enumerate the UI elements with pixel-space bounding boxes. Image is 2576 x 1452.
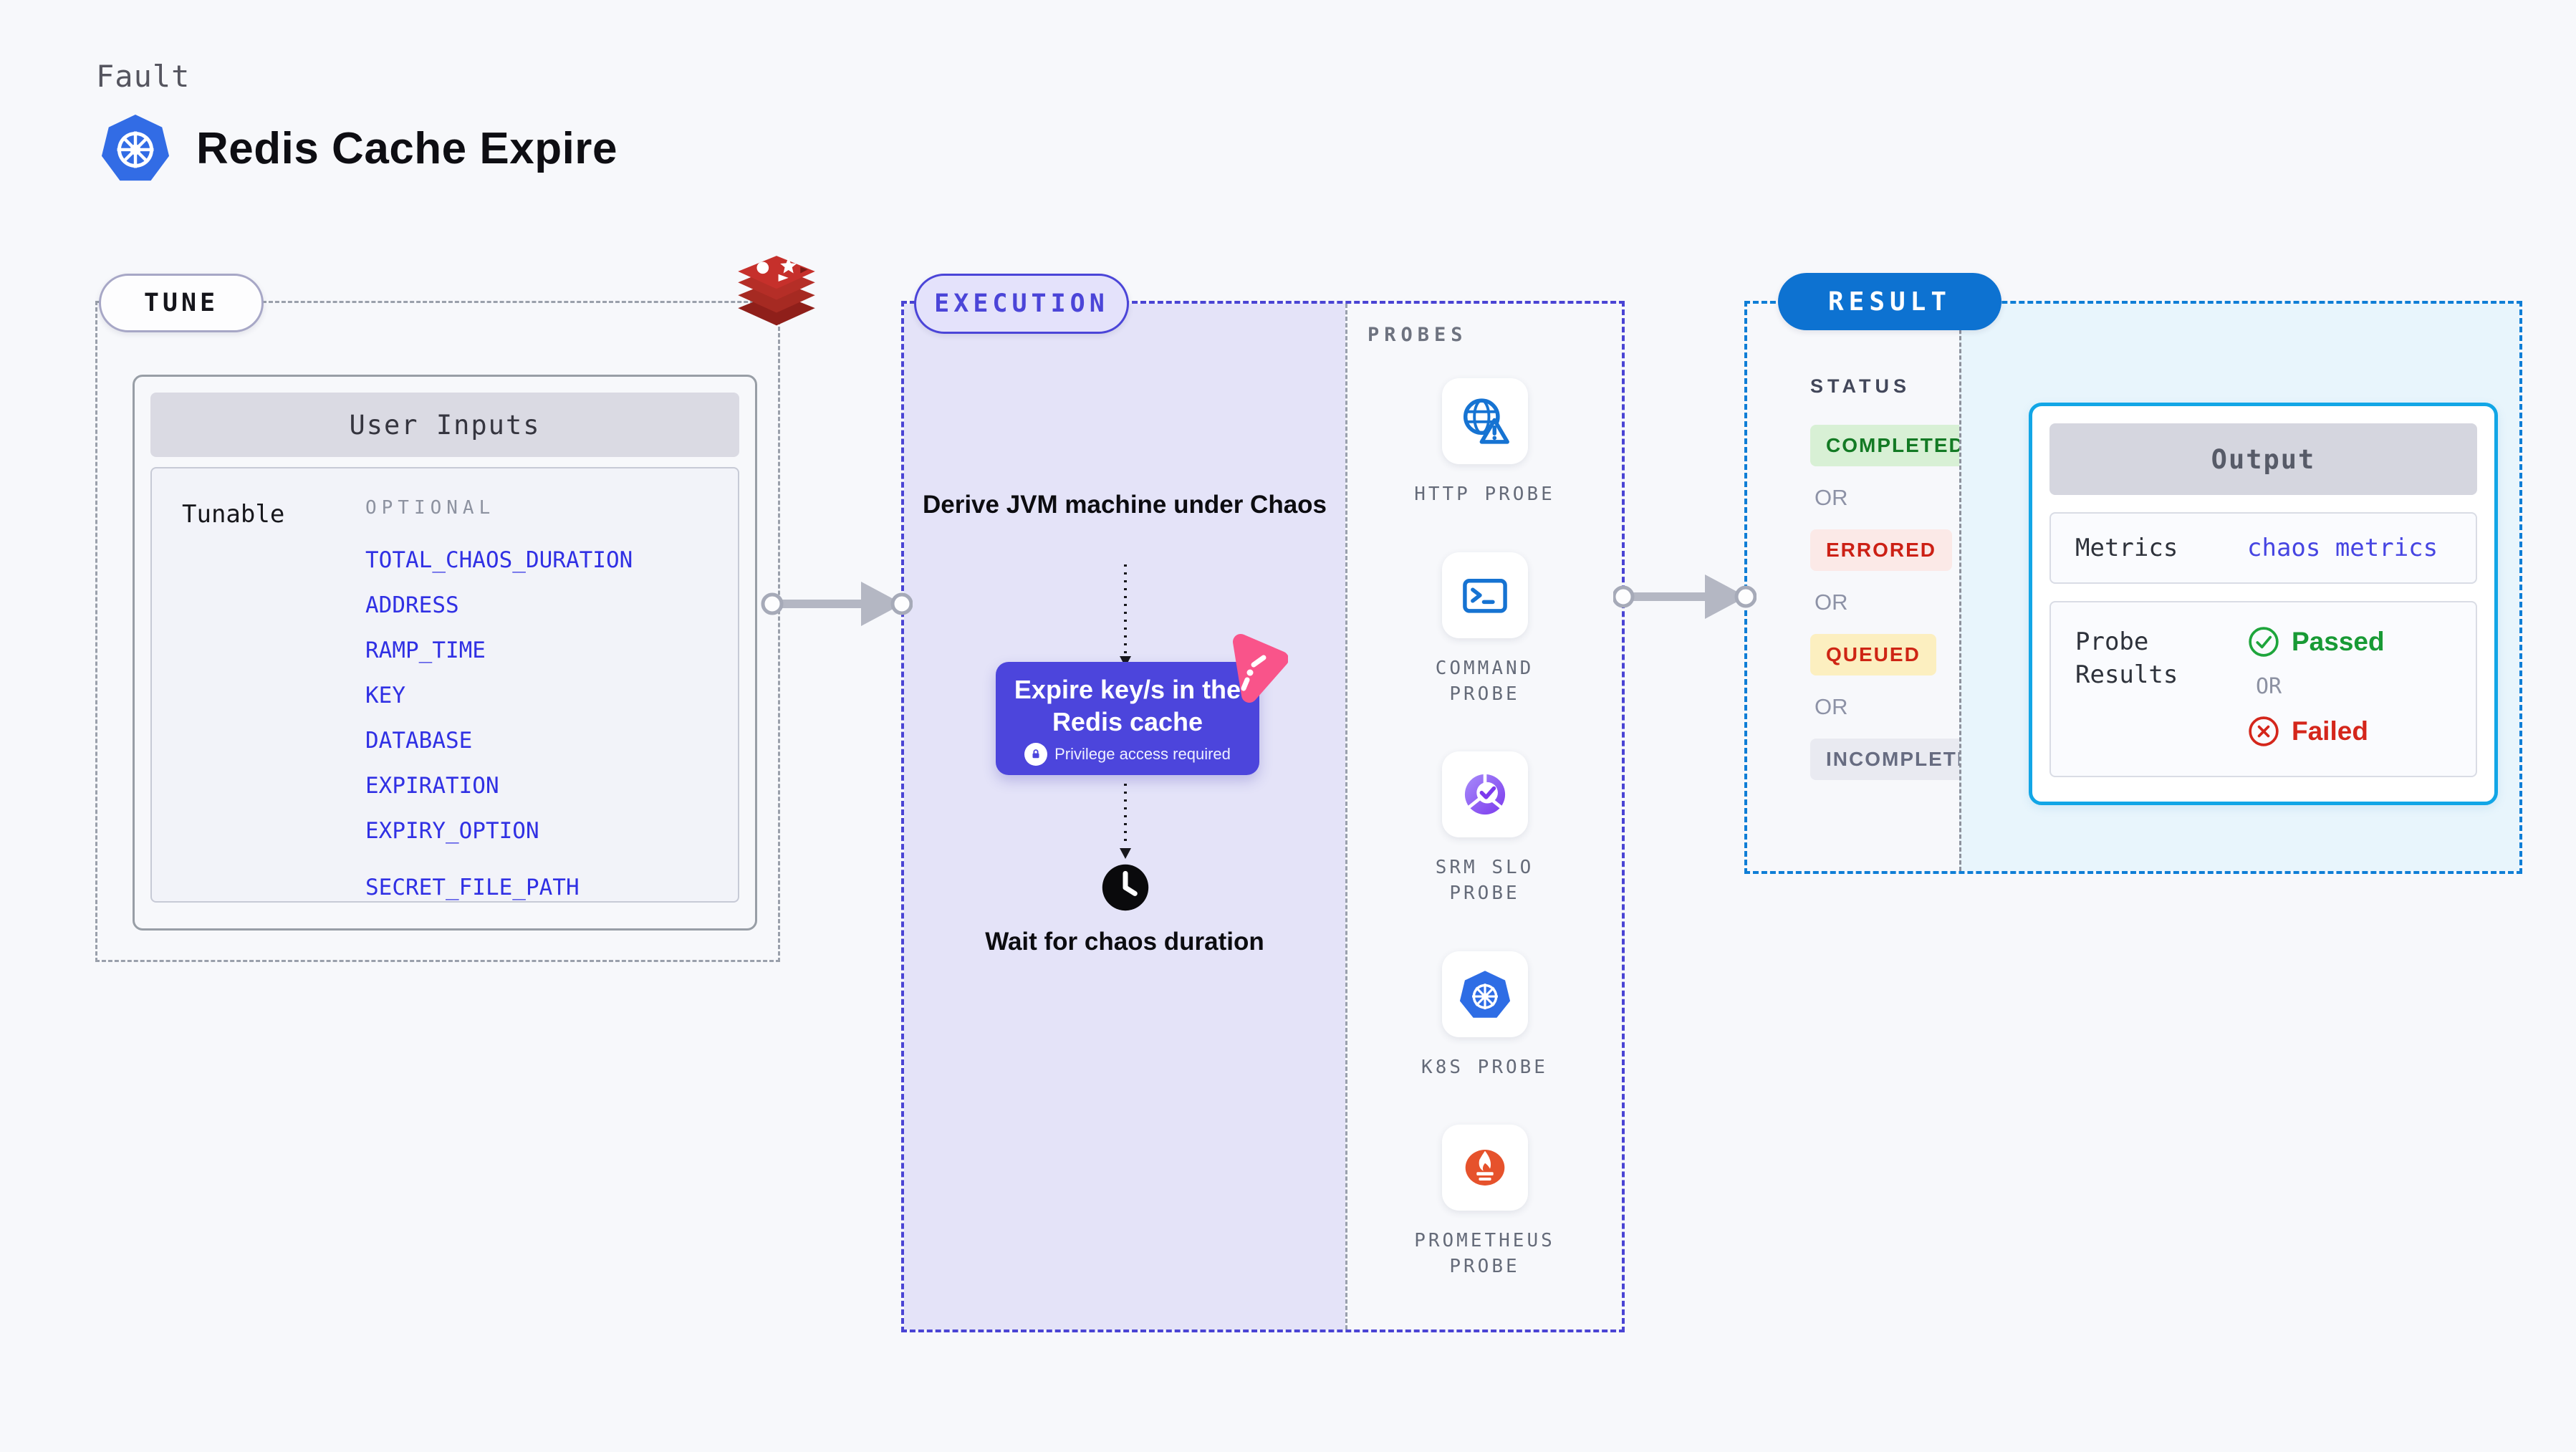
title-row: Redis Cache Expire [100,113,617,183]
probe-item-command: COMMAND PROBE [1399,552,1571,707]
user-inputs-body: Tunable OPTIONAL TOTAL_CHAOS_DURATION AD… [150,467,739,903]
execution-section-box: Derive JVM machine under Chaos Expire ke… [901,301,1625,1332]
output-panel: Output Metrics chaos metrics Probe Resul… [2029,403,2498,805]
tune-section-box [95,301,780,962]
optional-label: OPTIONAL [365,497,496,519]
probes-label: PROBES [1368,324,1468,346]
input-total-chaos-duration: TOTAL_CHAOS_DURATION [365,547,633,573]
probe-name: HTTP PROBE [1414,484,1555,505]
kubernetes-icon [1459,970,1510,1018]
metrics-row: Metrics chaos metrics [2049,512,2477,584]
probe-card [1441,378,1528,464]
tune-to-execution-arrow [761,582,913,626]
failed-label: Failed [2292,716,2368,746]
input-key: KEY [365,683,405,708]
wait-step-text: Wait for chaos duration [985,928,1264,956]
clock-icon [1102,864,1149,911]
probes-area: PROBES HTTP PROBE [1345,304,1622,1330]
metrics-label: Metrics [2075,534,2178,562]
status-badge-queued: QUEUED [1810,634,1936,675]
input-address: ADDRESS [365,592,459,618]
tune-pill: TUNE [99,274,264,332]
failed-line: Failed [2247,715,2385,748]
chaos-action-label: Expire key/s in the Redis cache [1014,675,1241,736]
probe-card [1441,751,1528,837]
output-title: Output [2049,423,2477,495]
result-section-box: STATUS COMPLETED OR ERRORED OR QUEUED OR… [1744,301,2522,874]
result-pill: RESULT [1778,273,2001,330]
result-output-area: Output Metrics chaos metrics Probe Resul… [1959,304,2519,871]
or-label: OR [1815,590,1848,615]
privilege-row: Privilege access required [996,743,1259,766]
user-inputs-panel: User Inputs Tunable OPTIONAL TOTAL_CHAOS… [133,375,757,931]
execution-flow-area: Derive JVM machine under Chaos Expire ke… [904,304,1345,1330]
execution-to-result-arrow [1613,574,1756,619]
or-label: OR [1815,485,1848,510]
input-ramp-time: RAMP_TIME [365,638,486,663]
probe-item-k8s: K8S PROBE [1399,951,1571,1080]
input-secret-file-path: SECRET_FILE_PATH [365,875,580,900]
kubernetes-icon [101,114,170,181]
probe-name: PROMETHEUS PROBE [1414,1230,1555,1277]
probe-results-values: Passed OR Failed [2247,625,2385,748]
flow-connector-arrow [1120,564,1131,667]
status-label: STATUS [1810,375,1911,397]
derive-step-text: Derive JVM machine under Chaos [922,491,1327,519]
probe-results-row: Probe Results Passed OR [2049,601,2477,777]
or-label: OR [2256,674,2282,699]
status-column: STATUS COMPLETED OR ERRORED OR QUEUED OR… [1747,304,2004,871]
flow-connector-arrow [1120,784,1131,859]
metrics-value: chaos metrics [2247,534,2438,562]
slo-check-icon [1464,773,1505,815]
redis-icon [738,256,815,326]
category-label: Fault [96,59,191,94]
chaos-action-box: Expire key/s in the Redis cache Privileg… [996,634,1288,775]
probe-name: K8S PROBE [1421,1056,1548,1078]
chaos-logo-icon [1233,634,1288,703]
globe-alert-icon [1463,398,1509,444]
user-inputs-title: User Inputs [150,393,739,457]
check-circle-icon [2249,627,2279,657]
x-circle-icon [2249,716,2279,746]
probe-card [1441,951,1528,1037]
tunable-label: Tunable [182,500,285,529]
execution-pill: EXECUTION [914,274,1129,334]
probe-item-http: HTTP PROBE [1399,378,1571,507]
privilege-note: Privilege access required [1054,745,1231,763]
input-expiration: EXPIRATION [365,773,499,799]
probe-item-prometheus: PROMETHEUS PROBE [1399,1125,1571,1279]
probe-card [1441,552,1528,638]
passed-label: Passed [2292,627,2385,656]
probe-card [1441,1125,1528,1211]
probe-name: SRM SLO PROBE [1435,857,1534,904]
terminal-icon [1462,578,1507,613]
prometheus-flame-icon [1465,1150,1504,1186]
input-expiry-option: EXPIRY_OPTION [365,818,539,844]
probes-list: HTTP PROBE COMMAND PROBE [1347,378,1622,1279]
status-badge-errored: ERRORED [1810,529,1953,571]
lock-icon [1024,743,1048,766]
input-database: DATABASE [365,728,473,754]
probe-name: COMMAND PROBE [1435,657,1534,705]
probe-results-label: Probe Results [2075,628,2178,689]
or-label: OR [1815,694,1848,719]
probe-item-srm-slo: SRM SLO PROBE [1399,751,1571,906]
status-badge-completed: COMPLETED [1810,425,1981,466]
page-title: Redis Cache Expire [196,123,617,173]
passed-line: Passed [2247,625,2385,658]
inputs-column: OPTIONAL TOTAL_CHAOS_DURATION ADDRESS RA… [365,497,633,901]
